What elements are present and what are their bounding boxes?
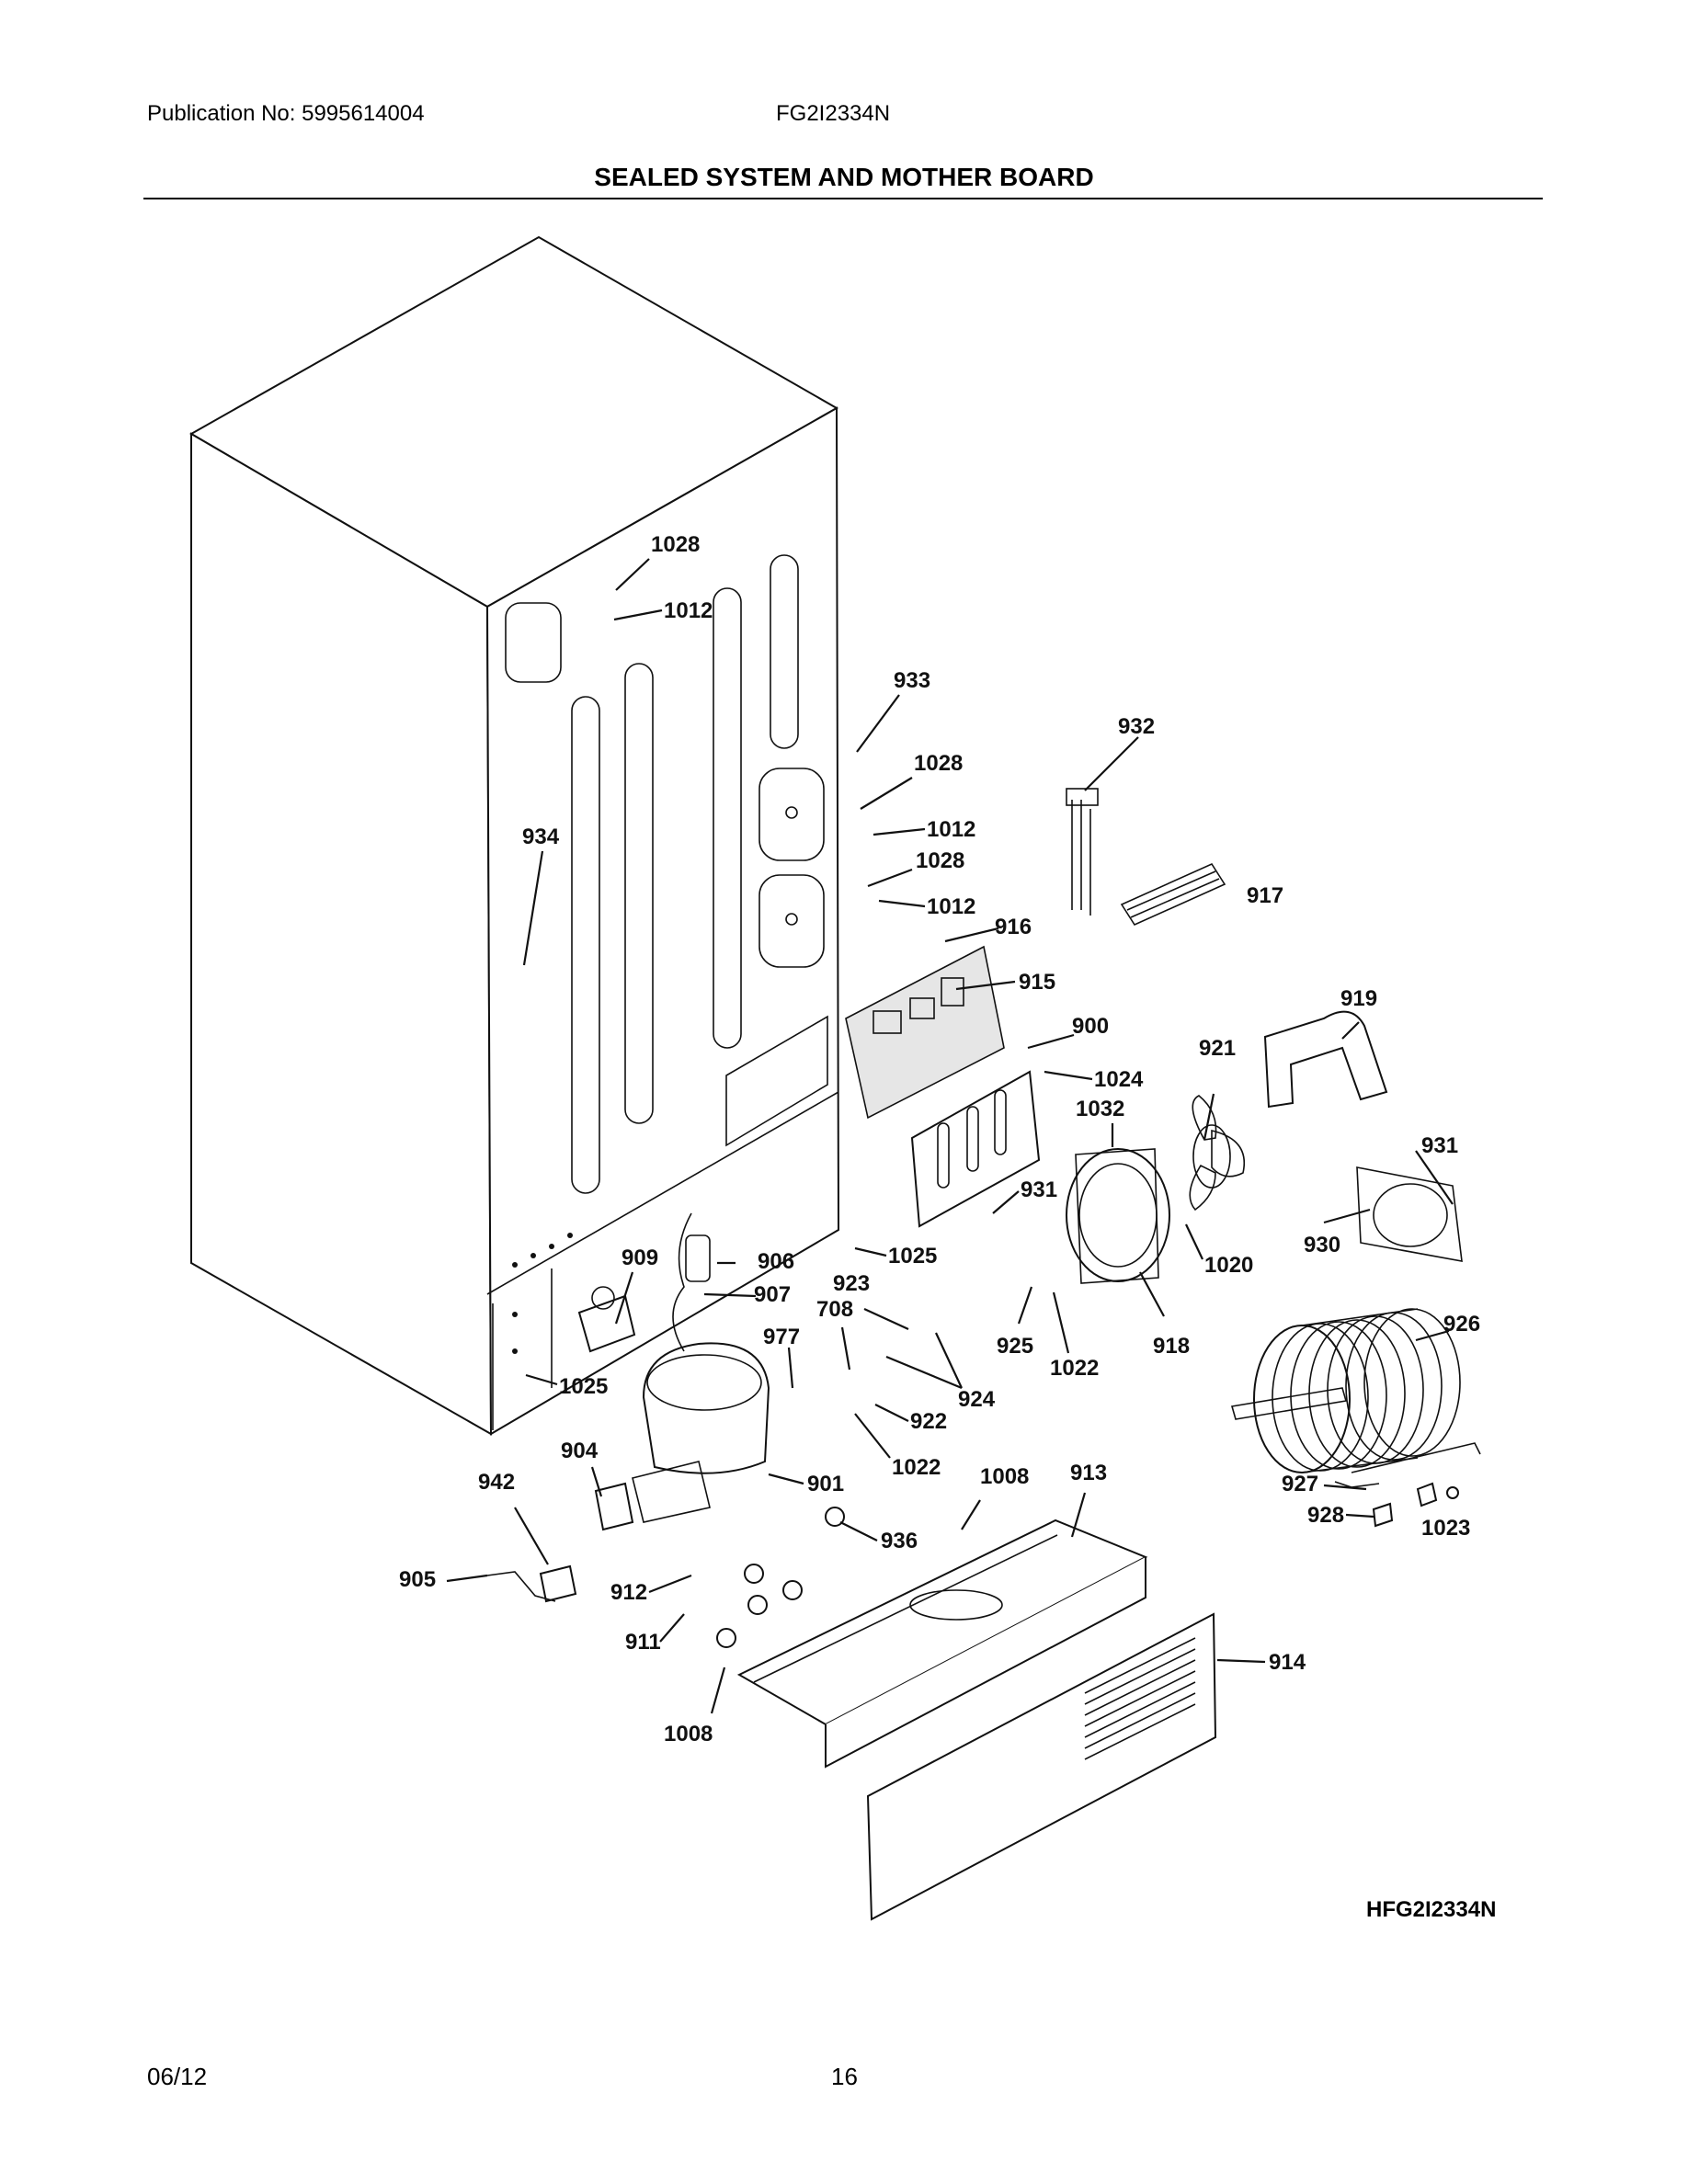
- callout-label: 913: [1070, 1461, 1107, 1485]
- callout-label: 923: [833, 1271, 870, 1296]
- callout-label: 936: [881, 1529, 918, 1553]
- callout-label: 932: [1118, 714, 1155, 739]
- callout-label: 708: [816, 1297, 853, 1322]
- callout-label: 1028: [914, 751, 963, 776]
- callout-label: 907: [754, 1282, 791, 1307]
- callout-label: 918: [1153, 1334, 1190, 1359]
- access-cover-drawing: [866, 1612, 1217, 1921]
- callout-label: 904: [561, 1439, 599, 1463]
- callout-label: 1022: [1050, 1356, 1099, 1381]
- callout-label: 928: [1307, 1503, 1344, 1528]
- callout-label: 1024: [1094, 1067, 1144, 1092]
- callout-label: 977: [763, 1325, 800, 1349]
- callout-label: 1022: [892, 1455, 941, 1480]
- leader-lines: [446, 558, 1454, 1714]
- condenser-fan-drawing: [1066, 1010, 1463, 1284]
- callout-label: 942: [478, 1470, 515, 1495]
- callout-label: 914: [1269, 1650, 1306, 1675]
- condenser-coil-drawing: [1230, 1308, 1481, 1473]
- callout-label: 905: [399, 1567, 436, 1592]
- callout-label: 931: [1421, 1133, 1458, 1158]
- callout-label: 1025: [888, 1244, 937, 1268]
- callout-label: 906: [758, 1249, 794, 1274]
- callout-label: 1008: [664, 1722, 713, 1746]
- callout-label: 934: [522, 825, 560, 849]
- callout-label: 921: [1199, 1036, 1236, 1061]
- callout-label: 909: [622, 1246, 658, 1270]
- callout-label: 922: [910, 1409, 947, 1434]
- compressor-drawing: [539, 1212, 845, 1603]
- callout-label: 1023: [1421, 1516, 1470, 1541]
- callout-label: 911: [625, 1630, 661, 1655]
- callout-label: 924: [958, 1387, 996, 1412]
- callout-label: 930: [1304, 1233, 1340, 1257]
- callout-label: 1012: [927, 817, 975, 842]
- callout-label: 900: [1072, 1014, 1109, 1039]
- callout-label: 1028: [916, 848, 964, 873]
- callout-label: 933: [894, 668, 930, 693]
- callout-label: 916: [995, 915, 1032, 939]
- base-pan-drawing: [716, 1519, 1148, 1769]
- model-number: FG2I2334N: [776, 101, 891, 126]
- callout-label: 917: [1247, 883, 1283, 908]
- callout-label: 1012: [927, 894, 975, 919]
- callout-label: 919: [1340, 986, 1377, 1011]
- title-rule: [143, 198, 1543, 199]
- publication-number: Publication No: 5995614004: [147, 101, 425, 126]
- callout-label: 912: [610, 1580, 647, 1605]
- callout-label: 927: [1282, 1472, 1318, 1496]
- callout-label: 1012: [664, 598, 713, 623]
- page-number: 16: [831, 2063, 858, 2090]
- revision-date: 06/12: [147, 2063, 208, 2090]
- callout-labels: 1028 1012 933 1028 1012 1028 1012 934 93…: [399, 532, 1480, 1746]
- callout-label: 925: [997, 1334, 1033, 1359]
- callout-label: 926: [1443, 1312, 1480, 1337]
- page-title: SEALED SYSTEM AND MOTHER BOARD: [594, 163, 1094, 191]
- callout-label: 1028: [651, 532, 700, 557]
- callout-label: 915: [1019, 970, 1055, 995]
- callout-label: 931: [1021, 1177, 1057, 1202]
- callout-label: 1008: [980, 1464, 1029, 1489]
- callout-label: 1025: [559, 1374, 608, 1399]
- callout-label: 901: [807, 1472, 844, 1496]
- callout-label: 1032: [1076, 1097, 1124, 1121]
- wire-harness-drawing: [1066, 788, 1226, 927]
- cabinet-drawing: [188, 235, 840, 1436]
- diagram-id: HFG2I2334N: [1366, 1897, 1497, 1922]
- control-board-drawing: [845, 945, 1041, 1228]
- callout-label: 1020: [1204, 1253, 1253, 1278]
